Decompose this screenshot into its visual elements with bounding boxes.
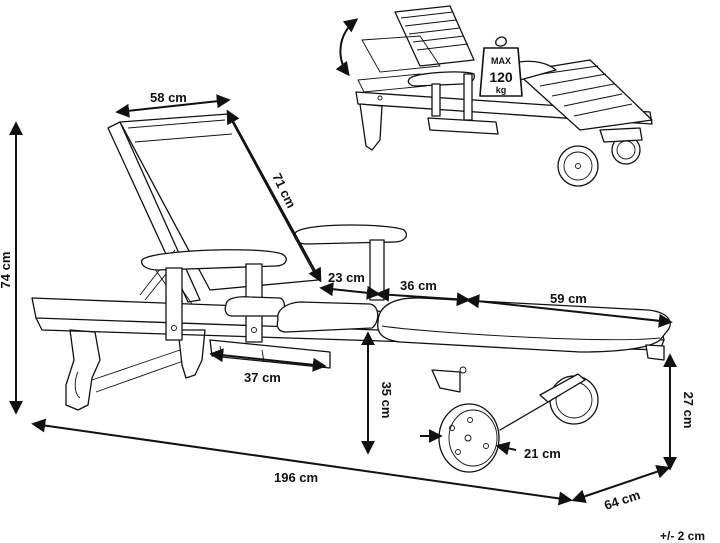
max-load-label-max: MAX <box>491 56 511 66</box>
label-middle-segment: 36 cm <box>400 278 437 293</box>
label-tolerance: +/- 2 cm <box>660 529 705 543</box>
dimension-lines <box>9 94 677 506</box>
label-backrest-width: 58 cm <box>150 90 187 105</box>
label-total-length: 196 cm <box>274 470 318 485</box>
label-seat-segment: 23 cm <box>328 270 365 285</box>
label-wheel-diameter: 21 cm <box>524 446 561 461</box>
label-seat-height: 35 cm <box>379 382 394 419</box>
dimension-labels: 74 cm 58 cm 71 cm 23 cm 36 cm 59 cm 37 c… <box>0 90 705 543</box>
label-total-width: 64 cm <box>602 487 642 513</box>
label-foot-height: 27 cm <box>681 392 696 429</box>
max-load-weight-icon: MAX 120 kg <box>479 36 523 97</box>
label-under-clearance: 37 cm <box>244 370 281 385</box>
inset-lounger-drawing: MAX 120 kg <box>335 5 653 187</box>
max-load-label-value: 120 <box>489 69 513 85</box>
label-foot-segment: 59 cm <box>550 291 587 306</box>
max-load-label-unit: kg <box>496 85 507 95</box>
label-total-height: 74 cm <box>0 252 13 289</box>
